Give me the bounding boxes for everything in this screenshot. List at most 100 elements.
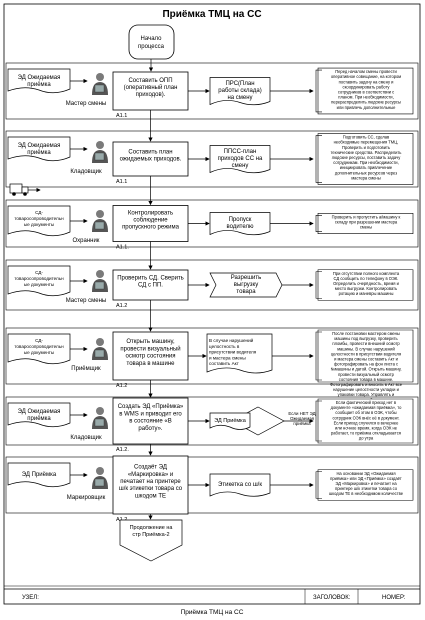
output-label-line: присутствии водителя (209, 350, 257, 355)
swimlane (5, 62, 419, 120)
process-step-label-line: Открыть машину, (126, 339, 175, 345)
note-text-line: Если фактический приход нет в (336, 400, 396, 405)
process-step-label-line: товара в машине (127, 361, 176, 367)
process-step-label-line: пропускного режима (122, 225, 180, 231)
swimlane (5, 130, 419, 188)
role-label: Кладовщик (70, 435, 102, 441)
note-text-line: целостности в присутствии водителя (331, 351, 401, 356)
footer-uzel: УЗЕЛ: (22, 595, 39, 601)
note-text-line: работает, то приёмка откладывается (331, 431, 401, 436)
output-document (209, 412, 251, 430)
note-text-line: После постановки мастером смены (332, 331, 400, 336)
output-document (209, 473, 271, 497)
note-text-line: сотрудникам. При необходимости, (333, 160, 398, 165)
output-document (206, 333, 273, 374)
process-step-label-line: Создать ЭД «Приёмка» (118, 404, 184, 410)
process-step-label-line: шкодом ТЕ (135, 493, 166, 499)
note-text-line: место выгрузки. Контролировать (335, 286, 397, 291)
output-label-line: на смену (227, 95, 252, 101)
note-text-line: машины под выгрузку, проверить (334, 336, 397, 341)
note-text-line: Если приход случился в вечернее (334, 420, 400, 425)
role-label: Кладовщик (70, 169, 102, 175)
note-text-line: Фотографировать и вносить в Акт все (330, 382, 403, 387)
note-text-line: перераспределить людские ресурсы (331, 100, 401, 105)
input-document-label-line: ЭД Ожидаемая (18, 75, 61, 81)
process-step-label-line: в WMS и приводит его (119, 411, 182, 417)
output-label-line: приходов СС на (218, 156, 263, 162)
input-document-label-line: ЭД Ожидаемая (18, 409, 61, 415)
process-step-box (112, 455, 189, 515)
note-text-line: складу при разрешении мастера (335, 219, 398, 224)
input-document-label-line: приёмка (27, 150, 51, 156)
start-label-text-line: Начало (141, 36, 163, 42)
note-text-line: технические средства. Распределить (331, 150, 402, 155)
input-document-label-line: ые документы (24, 282, 54, 287)
input-document-label-line: ые документы (24, 222, 54, 227)
note-text-line: Перед началом смены провести (335, 69, 397, 74)
process-step-label-line: Составить ОПП (128, 78, 172, 84)
swimlane (5, 327, 419, 385)
step-id: A1.2. (116, 447, 129, 453)
note-text-line: планом. При необходимости, (338, 95, 393, 100)
note-text-line: или ночное время, когда ОЭК не (335, 426, 398, 431)
note-text-line: принтере ш/к этикетки товара со (335, 486, 398, 491)
process-step-label-line: Контролировать (128, 210, 173, 216)
process-step-label-line: ш/к этикетки товара со (119, 486, 183, 492)
output-label: ЭД Приёмка (214, 418, 246, 424)
input-document (7, 402, 71, 428)
output-label-line: ППСС-план (224, 149, 257, 155)
input-document-label-line: приёмка (27, 82, 51, 88)
output-box (209, 272, 283, 298)
input-document-label-line: товаросопроводительн (14, 216, 64, 221)
input-document-label-line: товаросопроводительн (14, 344, 64, 349)
note-text-line: ротацию и маневры машины (339, 291, 394, 296)
role-label: Мастер смены (66, 298, 107, 304)
start-terminator (128, 24, 175, 60)
input-document-label-line: ЭД Ожидаемая (18, 143, 61, 149)
person-icon (92, 270, 108, 292)
note-text-line: людские ресурсы, поставить задачу (332, 155, 402, 160)
person-icon (92, 210, 108, 232)
continuation-label-line: Продолжение на (130, 525, 174, 531)
process-step-box (112, 269, 189, 301)
output-label-line: работы склада) (218, 88, 261, 94)
note-text-line: документе «ожидаемая приёмка», то (331, 405, 402, 410)
input-document-label-line: СД- (35, 338, 43, 343)
step-id: A1.2 (116, 383, 127, 389)
footer-nomer: НОМЕР: (382, 595, 406, 601)
step-id: A1.1. (116, 245, 129, 251)
output-label-line: Пропуск (229, 217, 252, 223)
footer-zagolovok: ЗАГОЛОВОК: (313, 595, 351, 601)
note-text-line: смены (360, 225, 372, 230)
process-step-label: Создать ЭД «Приёмка»в WMS и приводит его… (118, 404, 184, 432)
person-icon (92, 338, 108, 360)
output-document (209, 145, 271, 174)
note-box (317, 469, 414, 501)
step-id: A1.1 (116, 179, 127, 185)
role-label: Мастер смены (66, 101, 107, 107)
role-label: Охранник (73, 238, 100, 244)
note-text-line: шкодом ТЕ в необходимом количестве (329, 491, 404, 496)
process-step-label-line: приходов). (136, 92, 166, 98)
output-label-line: В случае нарушений (209, 337, 254, 343)
process-step-box (112, 397, 189, 445)
note-text-line: состояния товара в машине. (339, 377, 394, 382)
process-step-label-line: осмотр состояния (125, 354, 175, 360)
